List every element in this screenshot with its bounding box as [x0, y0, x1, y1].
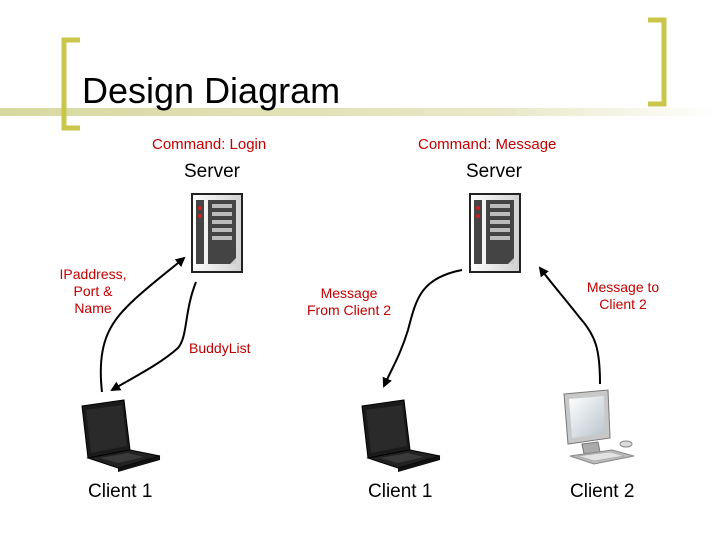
arrow-message-to-client1 — [382, 269, 463, 388]
client1-label-right: Client 1 — [368, 481, 433, 502]
client2-label: Client 2 — [570, 481, 635, 502]
slide-title: Design Diagram — [82, 70, 341, 111]
desktop-computer-icon — [563, 389, 635, 465]
note-buddylist: BuddyList — [189, 340, 251, 356]
client1-label-left: Client 1 — [88, 481, 153, 502]
arrows — [99, 256, 601, 393]
server-icon-left — [191, 193, 243, 273]
arrow-login-request — [99, 256, 186, 393]
server-icon-right — [469, 193, 521, 273]
left-bracket — [61, 37, 80, 131]
note-message-from-client2: Message From Client 2 — [306, 285, 392, 318]
laptop-icon-right — [361, 399, 441, 472]
title-band — [0, 108, 720, 116]
note-message-to-client2: Message to Client 2 — [586, 279, 660, 312]
laptop-icon-left — [81, 399, 161, 472]
right-bracket — [648, 17, 667, 107]
arrow-message-from-client2 — [538, 266, 601, 385]
arrow-buddylist-response — [110, 281, 197, 392]
command-login-label: Command: Login — [152, 136, 267, 153]
note-ip-port-name: IPaddress, Port & Name — [59, 266, 127, 316]
command-message-label: Command: Message — [418, 136, 557, 153]
server-label-right: Server — [466, 161, 522, 182]
server-label-left: Server — [184, 161, 240, 182]
